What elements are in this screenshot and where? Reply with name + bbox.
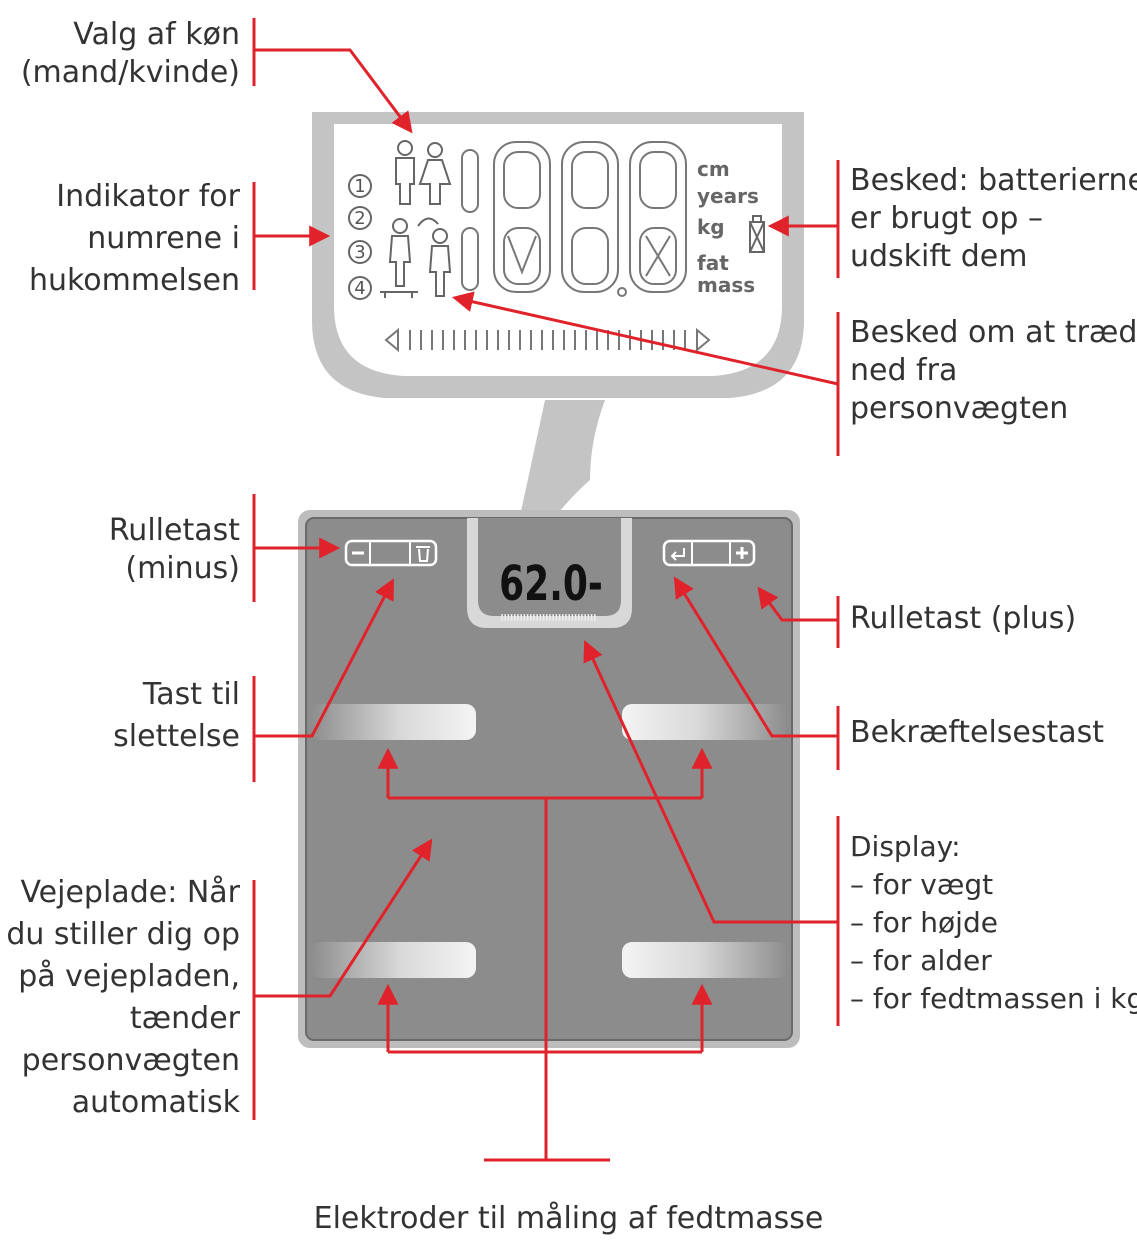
label-memory-line-2: numrene i [87, 221, 240, 256]
unit-kg: kg [697, 215, 725, 239]
label-delete: Tast til slettelse [113, 674, 240, 758]
electrode-bottom-right [622, 942, 788, 978]
label-platform-line-5: personvægten [21, 1043, 240, 1078]
label-memory: Indikator for numrene i hukommelsen [29, 176, 240, 302]
label-platform: Vejeplade: Når du stiller dig op på veje… [6, 872, 240, 1124]
memory-number-4: 4 [354, 278, 365, 299]
lcd-panel [312, 112, 804, 585]
label-display-line-1: Display: [850, 830, 961, 863]
label-display-line-3: – for højde [850, 906, 998, 939]
trash-icon [416, 546, 430, 562]
label-battery-line-3: udskift dem [850, 239, 1028, 274]
label-display-line-4: – for alder [850, 944, 992, 977]
label-platform-line-4: tænder [129, 1001, 240, 1036]
label-step-off-line-3: personvægten [850, 391, 1069, 426]
label-platform-line-1: Vejeplade: Når [20, 875, 240, 910]
scale-reading: 62.0- [499, 557, 603, 612]
electrode-top-left [310, 704, 476, 740]
memory-circle-2 [348, 206, 372, 230]
label-step-off-line-1: Besked om at træde [850, 315, 1137, 350]
minus-delete-button-group[interactable] [344, 539, 438, 567]
label-memory-line-3: hukommelsen [28, 263, 240, 298]
label-confirm: Bekræftelsestast [850, 714, 1104, 752]
label-display-line-2: – for vægt [850, 868, 994, 901]
lcd-digits [461, 141, 687, 297]
label-electrodes: Elektroder til måling af fedtmasse [0, 1200, 1137, 1238]
label-display-line-5: – for fedtmassen i kg [850, 982, 1137, 1015]
scale-body [298, 510, 800, 1048]
step-figure-icon [380, 217, 452, 298]
label-delete-line-2: slettelse [113, 719, 240, 754]
male-figure-icon [395, 140, 415, 205]
label-platform-line-6: automatisk [71, 1085, 240, 1120]
electrode-top-right [622, 704, 788, 740]
label-platform-line-2: du stiller dig op [6, 917, 240, 952]
unit-years: years [697, 184, 759, 208]
label-minus-line-2: (minus) [125, 551, 240, 586]
plus-icon [736, 547, 748, 559]
memory-circle-4 [348, 276, 372, 300]
return-icon [670, 548, 685, 561]
label-platform-line-3: på vejepladen, [18, 959, 240, 994]
memory-indicators: 1 2 3 4 [348, 174, 372, 300]
label-plus-line-1: Rulletast (plus) [850, 601, 1077, 636]
label-battery-line-2: er brugt op – [850, 201, 1043, 236]
female-figure-icon [418, 142, 452, 205]
label-step-off-line-2: ned fra [850, 353, 958, 388]
label-memory-line-1: Indikator for [56, 179, 240, 214]
memory-circle-3 [348, 240, 372, 264]
unit-cm: cm [697, 157, 730, 181]
label-battery: Besked: batterierne er brugt op – udskif… [850, 162, 1137, 276]
memory-number-1: 1 [354, 176, 365, 197]
annotation-lines [252, 18, 840, 1162]
label-minus: Rulletast (minus) [109, 512, 240, 588]
label-gender-line-1: Valg af køn [73, 17, 240, 52]
label-gender: Valg af køn (mand/kvinde) [21, 16, 240, 92]
confirm-plus-button-group[interactable] [662, 539, 756, 567]
memory-number-2: 2 [354, 208, 365, 229]
memory-number-3: 3 [354, 242, 365, 263]
scale-progress-bar [501, 614, 596, 621]
label-delete-line-1: Tast til [142, 677, 240, 712]
unit-mass: mass [697, 273, 755, 297]
lcd-units: cm years kg fat mass [697, 157, 759, 297]
label-electrodes-line-1: Elektroder til måling af fedtmasse [313, 1201, 824, 1236]
lcd-screen [334, 124, 782, 376]
label-battery-line-1: Besked: batterierne [850, 163, 1137, 198]
label-step-off: Besked om at træde ned fra personvægten [850, 314, 1137, 428]
label-confirm-line-1: Bekræftelsestast [850, 715, 1105, 750]
electrode-bottom-left [310, 942, 476, 978]
label-plus: Rulletast (plus) [850, 600, 1076, 638]
memory-circle-1 [348, 174, 372, 198]
label-gender-line-2: (mand/kvinde) [20, 55, 240, 90]
unit-fat: fat [697, 251, 729, 275]
label-display: Display: – for vægt – for højde – for al… [850, 828, 1137, 1018]
label-minus-line-1: Rulletast [108, 513, 240, 548]
battery-empty-icon [749, 215, 765, 253]
